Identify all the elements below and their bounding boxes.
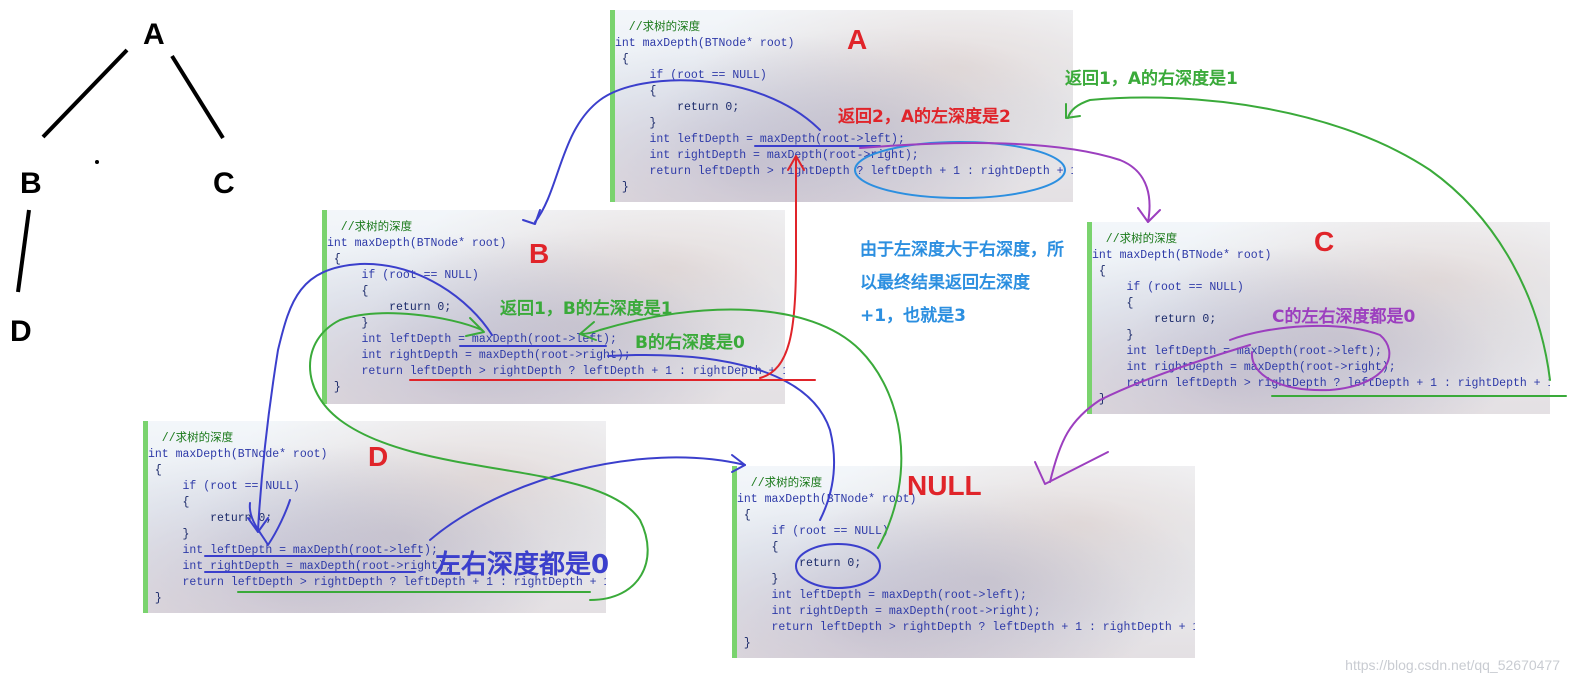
code-line: { [737,540,1195,556]
code-signature: int maxDepth(BTNode* root) [615,36,1073,52]
code-line: { [615,52,1073,68]
annotation-b-right-depth: B的右深度是0 [635,328,745,353]
panel-label-d: D [368,441,388,473]
code-right-depth: int rightDepth = maxDepth(root->right); [737,604,1195,620]
annotation-final-result: 由于左深度大于右深度，所以最终结果返回左深度+1，也就是3 [860,234,1070,333]
tree-edge-a-c [172,56,223,138]
code-panel-d: //求树的深度 int maxDepth(BTNode* root) { if … [143,421,606,613]
code-panel-null: //求树的深度 int maxDepth(BTNode* root) { if … [732,466,1195,658]
code-left-depth: int leftDepth = maxDepth(root->left); [737,588,1195,604]
tree-edge-a-b [43,50,127,137]
code-if: if (root == NULL) [327,268,785,284]
code-line: } [148,591,606,607]
annotation-c-depths: C的左右深度都是0 [1272,302,1415,327]
code-return-max: return leftDepth > rightDepth ? leftDept… [1092,376,1550,392]
code-line: { [615,84,1073,100]
code-signature: int maxDepth(BTNode* root) [327,236,785,252]
code-line: } [737,572,1195,588]
code-if: if (root == NULL) [737,524,1195,540]
annotation-b-left-return: 返回1，B的左深度是1 [500,294,673,319]
code-if: if (root == NULL) [1092,280,1550,296]
code-line: } [737,636,1195,652]
panel-label-b: B [529,238,549,270]
code-right-depth: int rightDepth = maxDepth(root->right); [615,148,1073,164]
panel-label-c: C [1314,226,1334,258]
tree-edge-b-d [18,210,29,292]
code-comment: //求树的深度 [327,220,785,236]
code-if: if (root == NULL) [615,68,1073,84]
code-line: { [737,508,1195,524]
code-return-max: return leftDepth > rightDepth ? leftDept… [327,364,785,380]
code-return-max: return leftDepth > rightDepth ? leftDept… [737,620,1195,636]
annotation-d-depths: 左右深度都是0 [435,544,609,581]
code-return-zero: return 0; [737,556,1195,572]
watermark: https://blog.csdn.net/qq_52670477 [1345,657,1560,673]
annotation-a-right-return: 返回1，A的右深度是1 [1065,64,1238,89]
arrow-head [1138,208,1160,222]
code-if: if (root == NULL) [148,479,606,495]
code-left-depth: int leftDepth = maxDepth(root->left); [615,132,1073,148]
tree-edges [0,0,260,300]
code-line: } [615,180,1073,196]
code-line: { [327,252,785,268]
panel-label-a: A [847,24,867,56]
code-right-depth: int rightDepth = maxDepth(root->right); [1092,360,1550,376]
code-return-zero: return 0; [148,511,606,527]
code-return-max: return leftDepth > rightDepth ? leftDept… [615,164,1073,180]
code-comment: //求树的深度 [615,20,1073,36]
code-line: { [148,495,606,511]
code-left-depth: int leftDepth = maxDepth(root->left); [1092,344,1550,360]
panel-label-null: NULL [907,470,982,502]
code-line: } [1092,328,1550,344]
code-line: } [327,380,785,396]
code-line: } [148,527,606,543]
code-line: } [1092,392,1550,408]
tree-node-d: D [10,315,32,349]
annotation-a-left-return: 返回2，A的左深度是2 [838,102,1011,127]
code-line: { [1092,264,1550,280]
